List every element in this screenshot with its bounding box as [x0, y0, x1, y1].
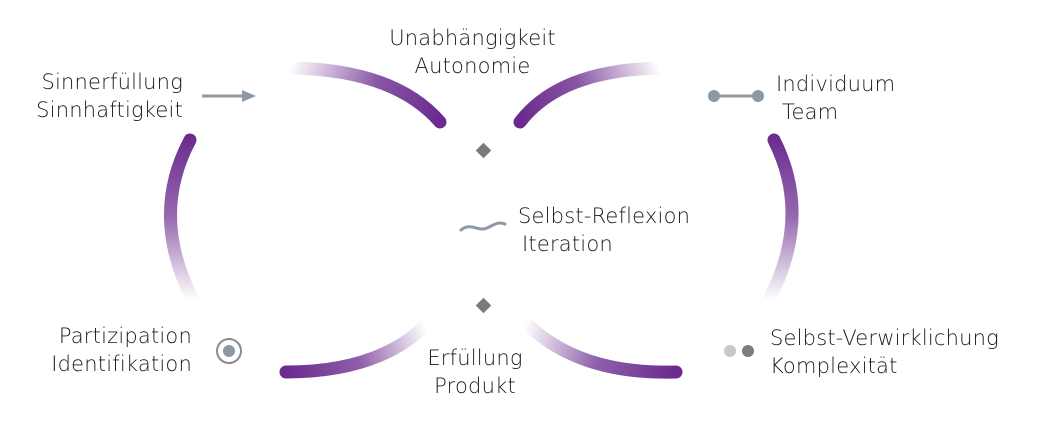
- diamond-icon: [475, 297, 492, 314]
- node-bottom-left-line2: Identifikation: [51, 352, 192, 376]
- connected-nodes-icon: [708, 90, 764, 102]
- diamond-icon: [475, 142, 492, 159]
- node-bottom-left-line1: Partizipation: [58, 324, 192, 348]
- node-top-left-line1: Sinnerfüllung: [41, 70, 183, 94]
- node-bottom-center-line2: Produkt: [434, 374, 516, 398]
- node-bottom-center-label: Erfüllung Produkt: [400, 344, 550, 400]
- node-top-center-line1: Unabhängigkeit: [389, 26, 556, 50]
- node-top-right-line2: Team: [782, 100, 839, 124]
- arc-bottom-left: [279, 316, 435, 379]
- node-bottom-center-line1: Erfüllung: [427, 346, 523, 370]
- arc-top-right: [513, 61, 667, 129]
- wave-icon: [459, 221, 507, 232]
- node-top-center-line2: Autonomie: [414, 54, 531, 78]
- arc-left: [164, 133, 199, 305]
- radio-target-icon: [216, 338, 242, 364]
- two-dots-icon: [724, 345, 754, 357]
- node-bottom-left-label: Partizipation Identifikation: [10, 322, 192, 378]
- node-top-center-label: Unabhängigkeit Autonomie: [360, 24, 585, 80]
- node-bottom-right-line1: Selbst-Verwirklichung: [770, 326, 999, 350]
- arrow-right-icon: [202, 90, 256, 102]
- node-bottom-right-line2: Komplexität: [770, 354, 898, 378]
- node-top-right-label: Individuum Team: [776, 70, 976, 126]
- arc-right: [763, 133, 799, 305]
- arc-top-left: [285, 61, 447, 129]
- arc-bottom-right: [518, 315, 683, 379]
- node-center-label: Selbst-Reflexion Iteration: [518, 202, 758, 258]
- node-center-line2: Iteration: [522, 232, 613, 256]
- node-top-left-line2: Sinnhaftigkeit: [36, 98, 183, 122]
- node-top-left-label: Sinnerfüllung Sinnhaftigkeit: [18, 68, 183, 124]
- node-center-line1: Selbst-Reflexion: [518, 204, 691, 228]
- node-bottom-right-label: Selbst-Verwirklichung Komplexität: [770, 324, 1050, 380]
- node-top-right-line1: Individuum: [776, 72, 896, 96]
